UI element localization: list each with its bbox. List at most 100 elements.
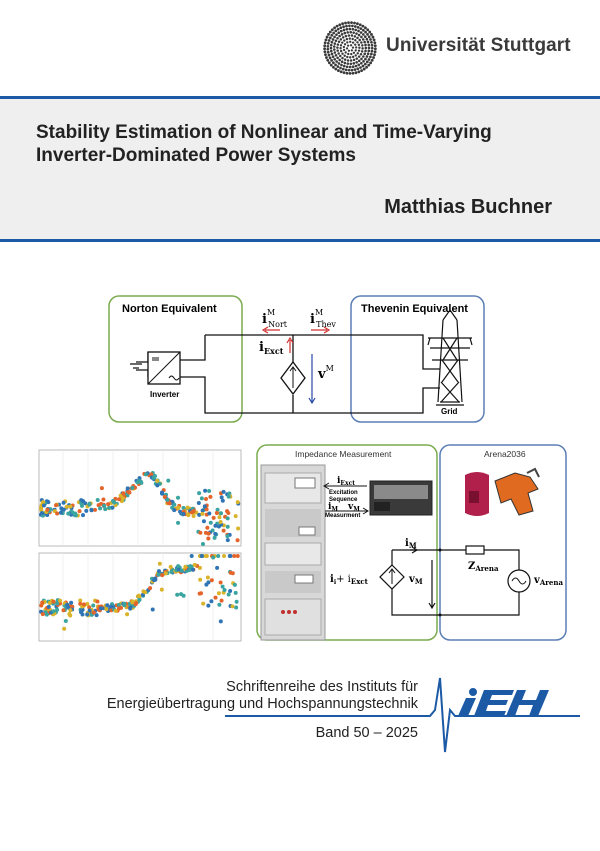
data-point [226, 592, 231, 597]
logo-dot [352, 31, 355, 34]
logo-dot [324, 53, 327, 57]
logo-dot [369, 38, 372, 41]
circuit-i-m-label: iM [405, 538, 417, 550]
inverter-label: Inverter [150, 390, 179, 399]
logo-dot [341, 56, 344, 60]
logo-dot [346, 62, 350, 65]
data-point [137, 476, 142, 481]
logo-dot [337, 62, 341, 65]
logo-dot [350, 49, 353, 52]
data-point [81, 499, 86, 504]
data-point [65, 602, 70, 607]
data-point [211, 515, 216, 520]
author-name: Matthias Buchner [384, 196, 552, 218]
logo-dot [343, 39, 346, 42]
data-point [130, 599, 135, 604]
logo-dot [332, 61, 335, 65]
thevenin-label: Thevenin Equivalent [361, 303, 468, 315]
data-point [227, 491, 232, 496]
logo-dot [343, 61, 347, 65]
data-point [198, 530, 203, 535]
data-point [197, 491, 202, 496]
data-point [61, 608, 66, 613]
logo-dot [346, 41, 349, 44]
logo-dot [371, 35, 375, 39]
logo-dot [345, 37, 349, 41]
data-point [133, 602, 138, 607]
logo-dot [365, 65, 368, 69]
logo-dot [365, 37, 369, 41]
data-point [163, 571, 168, 576]
logo-dot [343, 43, 347, 46]
series-title-line-1: Schriftenreihe des Instituts für [226, 679, 418, 695]
data-point [203, 488, 208, 493]
logo-dot [357, 29, 360, 33]
data-point [236, 526, 241, 531]
data-point [150, 607, 155, 612]
data-point [228, 588, 233, 593]
logo-dot [367, 35, 371, 39]
data-point [232, 582, 237, 587]
excitation-arrow [323, 482, 367, 490]
logo-dot [355, 32, 358, 35]
data-point [99, 486, 104, 491]
logo-dot [348, 24, 351, 28]
logo-dot [361, 24, 365, 28]
logo-dot [331, 38, 335, 41]
logo-dot [347, 21, 350, 25]
data-point [197, 512, 202, 517]
arena-box [439, 444, 567, 641]
logo-dot [332, 48, 336, 51]
data-point [141, 589, 146, 594]
logo-dot [335, 24, 339, 28]
logo-dot [334, 63, 337, 67]
logo-dot [342, 28, 346, 32]
logo-dot [358, 46, 361, 49]
data-point [230, 604, 235, 609]
data-point [104, 607, 109, 612]
data-point [181, 512, 186, 517]
data-point [183, 564, 188, 569]
logo-dot [334, 39, 338, 43]
logo-dot [333, 57, 337, 61]
data-point [198, 577, 203, 582]
controlled-current-source-icon [280, 360, 306, 396]
data-point [67, 611, 72, 616]
data-point [218, 520, 223, 525]
data-point [140, 592, 145, 597]
logo-dot [328, 36, 332, 40]
data-point [89, 508, 94, 513]
logo-dot [339, 54, 342, 58]
logo-dot [334, 67, 338, 71]
logo-dot [358, 23, 362, 27]
thevenin-box [350, 295, 485, 423]
data-point [157, 561, 162, 566]
data-point [196, 500, 201, 505]
logo-dot [361, 38, 365, 41]
data-point [201, 519, 206, 524]
logo-dot [367, 46, 371, 50]
data-point [125, 486, 130, 491]
logo-dot [356, 41, 359, 44]
gen-i-exct-label: iExct [337, 476, 355, 487]
rack-photo-icon [260, 464, 326, 641]
logo-dot [323, 50, 327, 54]
logo-dot [338, 23, 342, 27]
current-arrows [261, 326, 331, 405]
logo-dot [356, 36, 359, 40]
logo-dot [373, 44, 377, 48]
data-point [225, 524, 230, 529]
excitation-label: Excitation [329, 490, 358, 496]
data-point [185, 505, 190, 510]
norton-box [108, 295, 243, 423]
v-arena-label: vArena [533, 575, 563, 587]
logo-dot [327, 33, 330, 36]
inverter-icon [147, 351, 181, 385]
data-point [39, 511, 44, 516]
logo-dot [359, 66, 362, 69]
data-point [212, 535, 217, 540]
data-point [172, 502, 177, 507]
data-point [221, 489, 226, 494]
